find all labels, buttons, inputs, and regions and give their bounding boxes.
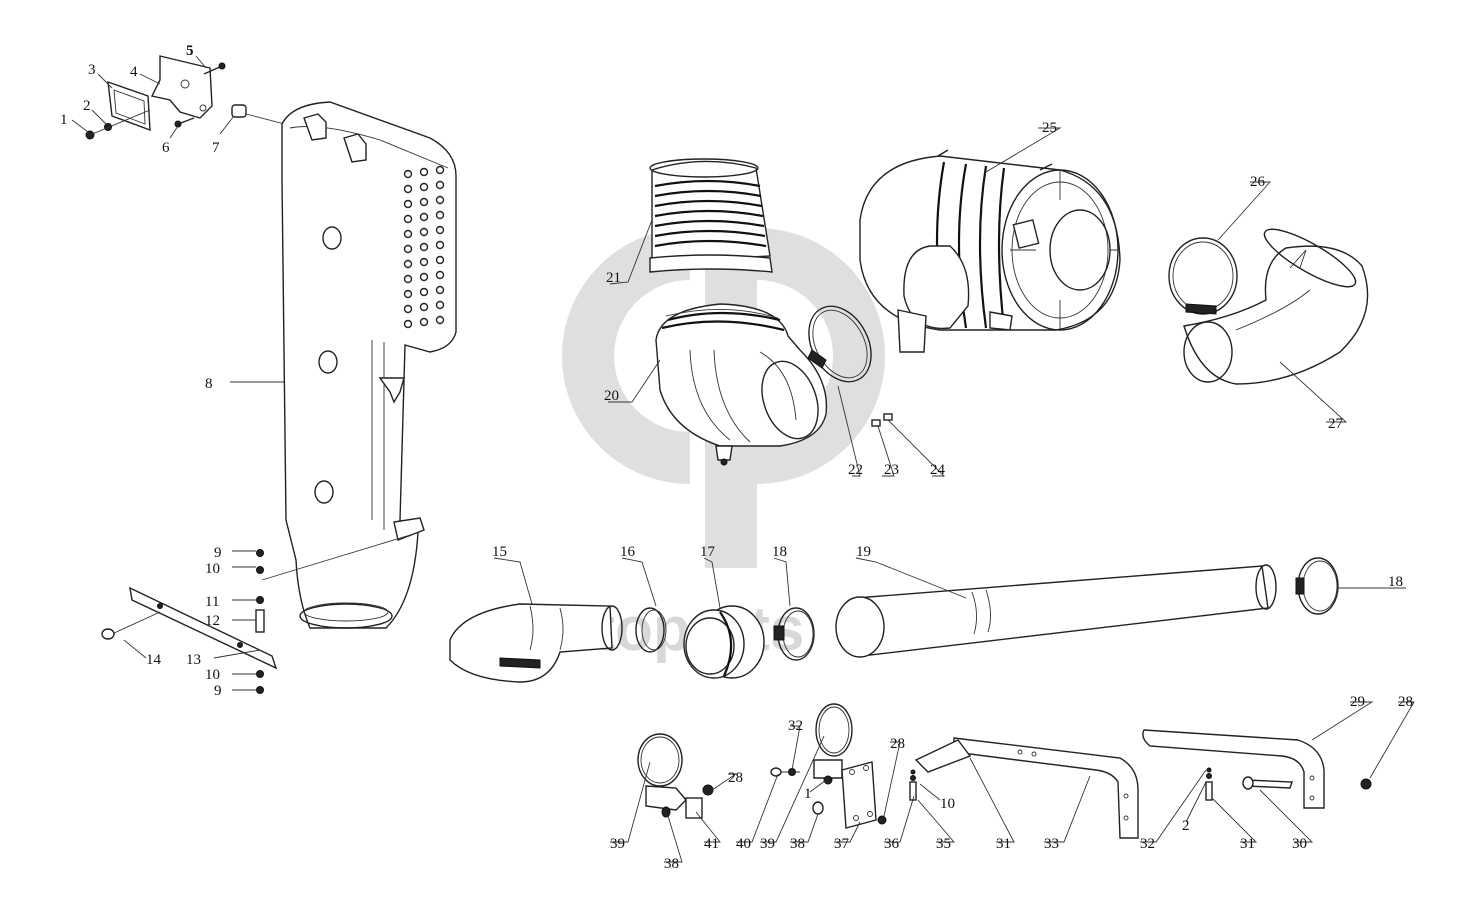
watermark-logo: datoparts [522, 228, 885, 664]
label-part-11: 11 [205, 594, 219, 610]
air-filter-housing-25 [859, 149, 1121, 353]
hose-clamp-18-right [1295, 557, 1339, 615]
label-part-10-bottom: 10 [205, 667, 220, 683]
label-part-3: 3 [88, 62, 96, 78]
label-part-5: 5 [186, 43, 194, 59]
support-bracket-29 [1142, 729, 1372, 809]
label-part-27: 27 [1328, 416, 1344, 432]
label-part-39-b: 39 [760, 836, 775, 852]
perforation-holes [403, 165, 445, 329]
label-part-13: 13 [186, 652, 201, 668]
label-part-20: 20 [604, 388, 619, 404]
support-bracket-33 [909, 737, 1139, 839]
label-part-30: 30 [1292, 836, 1307, 852]
mounting-plate-37 [841, 761, 887, 829]
label-part-37: 37 [834, 836, 850, 852]
label-part-24: 24 [930, 462, 946, 478]
label-part-39-a: 39 [610, 836, 625, 852]
intake-pipe-19 [835, 564, 1277, 658]
label-part-4: 4 [130, 64, 138, 80]
intake-elbow-15 [449, 603, 623, 683]
label-part-2: 2 [83, 98, 91, 114]
label-part-33: 33 [1044, 836, 1059, 852]
label-part-17: 17 [700, 544, 716, 560]
hose-clamp-22 [807, 305, 872, 383]
label-part-38-b: 38 [790, 836, 805, 852]
label-part-23: 23 [884, 462, 899, 478]
label-part-1-mid: 1 [804, 786, 812, 802]
label-part-25: 25 [1042, 120, 1057, 136]
air-duct-8 [281, 101, 457, 629]
label-part-14: 14 [146, 652, 162, 668]
label-part-16: 16 [620, 544, 636, 560]
part-labels: 1 2 3 4 5 6 7 8 9 10 11 12 13 14 10 9 15… [60, 43, 1413, 872]
label-part-28-b: 28 [890, 736, 905, 752]
label-part-12: 12 [205, 613, 220, 629]
label-part-10-mid: 10 [940, 796, 955, 812]
label-part-6: 6 [162, 140, 170, 156]
label-part-9-top: 9 [214, 545, 222, 561]
rubber-hose-27 [1183, 228, 1369, 385]
label-part-18-left: 18 [772, 544, 787, 560]
label-part-32-a: 32 [788, 718, 803, 734]
pipe-clamp-39-right [770, 703, 853, 815]
hose-clamp-16 [635, 607, 667, 653]
pipe-clamp-39-left [637, 733, 714, 819]
label-part-31-a: 31 [996, 836, 1011, 852]
label-part-19: 19 [856, 544, 871, 560]
label-part-28-a: 28 [728, 770, 743, 786]
label-part-10-top: 10 [205, 561, 220, 577]
hose-clamp-26 [1168, 237, 1238, 315]
leader-lines [71, 55, 1415, 863]
label-part-35: 35 [936, 836, 951, 852]
label-part-36: 36 [884, 836, 900, 852]
rubber-bellows-21 [649, 158, 773, 273]
connector-sleeve-17 [683, 605, 765, 679]
label-part-2-mid: 2 [1182, 818, 1190, 834]
label-part-22: 22 [848, 462, 863, 478]
label-part-38-a: 38 [664, 856, 679, 872]
label-part-31-b: 31 [1240, 836, 1255, 852]
label-part-28-c: 28 [1398, 694, 1413, 710]
label-part-26: 26 [1250, 174, 1266, 190]
label-part-32-b: 32 [1140, 836, 1155, 852]
label-part-29: 29 [1350, 694, 1365, 710]
label-part-18-right: 18 [1388, 574, 1403, 590]
hose-clamp-18-left [773, 607, 815, 661]
bracket-assembly [85, 55, 301, 140]
support-strap-13 [101, 531, 421, 694]
label-part-40: 40 [736, 836, 751, 852]
label-part-15: 15 [492, 544, 507, 560]
inlet-elbow-20 [655, 303, 828, 466]
label-part-1: 1 [60, 112, 68, 128]
label-part-9-bottom: 9 [214, 683, 222, 699]
label-part-21: 21 [606, 270, 621, 286]
label-part-8: 8 [205, 376, 213, 392]
label-part-41: 41 [704, 836, 719, 852]
small-fittings-23-24 [871, 413, 893, 427]
label-part-7: 7 [212, 140, 220, 156]
